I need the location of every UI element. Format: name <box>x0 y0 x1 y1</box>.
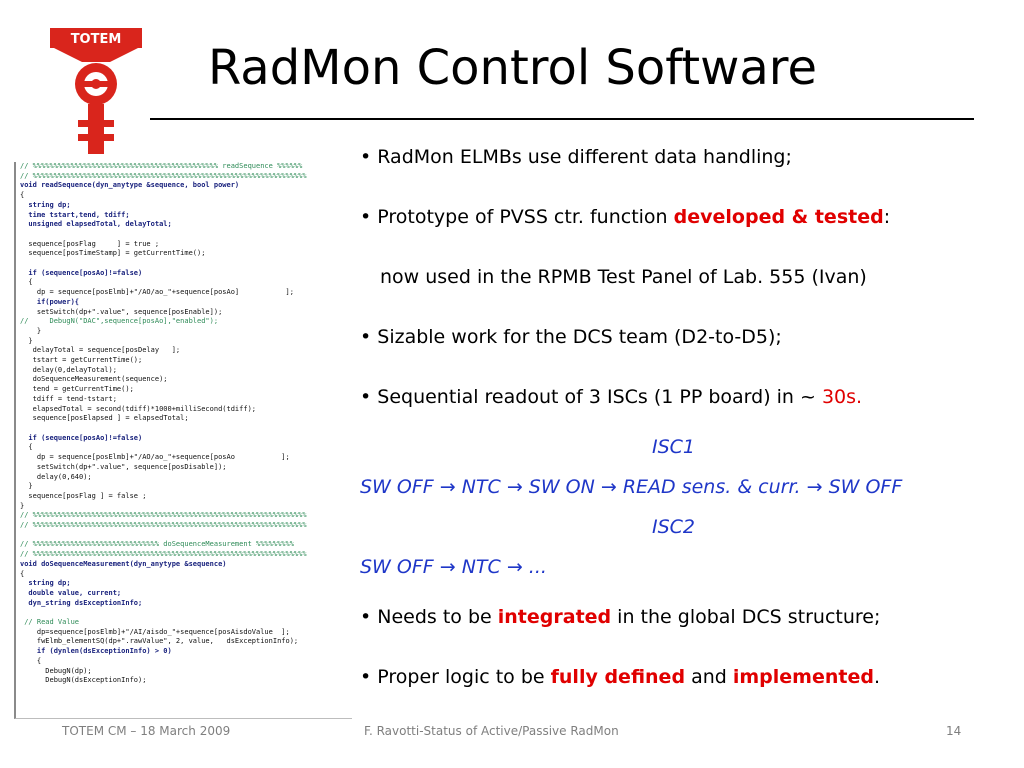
title-rule <box>150 118 974 120</box>
code-line: { <box>20 656 42 665</box>
code-line: tdiff = tend-tstart; <box>20 394 117 403</box>
page-number: 14 <box>946 724 962 738</box>
isc2-label: ISC2 <box>652 516 696 538</box>
bullet-6-text: Proper logic to be <box>377 666 551 688</box>
code-line: delay(0,delayTotal); <box>20 365 117 374</box>
code-line: { <box>20 569 25 578</box>
code-line: DebugN(dp); <box>20 666 92 675</box>
bullet-2-continuation: now used in the RPMB Test Panel of Lab. … <box>380 266 867 288</box>
code-line: tstart = getCurrentTime(); <box>20 356 143 365</box>
code-line: } <box>20 336 33 345</box>
bullet-5-emphasis: integrated <box>497 606 612 628</box>
code-line: // %%%%%%%%%%%%%%%%%%%%%%%%%%%%%%%%%%%%%… <box>20 521 307 530</box>
bullet-6: Proper logic to be fully defined and imp… <box>360 666 880 688</box>
code-line: { <box>20 278 33 287</box>
isc1-sequence: SW OFF → NTC → SW ON → READ sens. & curr… <box>360 476 903 498</box>
isc1-label: ISC1 <box>652 436 696 458</box>
code-line: sequence[posFlag ] = false ; <box>20 491 147 500</box>
bullet-1: RadMon ELMBs use different data handling… <box>360 146 792 168</box>
code-line: delayTotal = sequence[posDelay ]; <box>20 346 181 355</box>
bullet-2: Prototype of PVSS ctr. function develope… <box>360 206 890 228</box>
code-line: if(power){ <box>20 297 80 306</box>
slide-title: RadMon Control Software <box>208 40 817 96</box>
code-line <box>16 608 352 618</box>
code-line: // %%%%%%%%%%%%%%%%%%%%%%%%%%%%%%%%%%%%%… <box>20 550 307 559</box>
code-line: sequence[posFlag ] = true ; <box>20 239 160 248</box>
bullet-2-cont-text: now used in the RPMB Test Panel of Lab. … <box>380 266 867 288</box>
code-line: dp = sequence[posElmb]+"/AO/ao_"+sequenc… <box>20 288 294 297</box>
code-line: sequence[posTimeStamp] = getCurrentTime(… <box>20 249 206 258</box>
code-line: // %%%%%%%%%%%%%%%%%%%%%%%%%%%%%%%%%%%%%… <box>20 171 307 180</box>
code-line: elapsedTotal = second(tdiff)*1000+milliS… <box>20 404 257 413</box>
code-line: if (sequence[posAo]!=false) <box>20 433 143 442</box>
code-line <box>16 230 352 240</box>
code-line: if (dynlen(dsExceptionInfo) > 0) <box>20 647 172 656</box>
totem-logo: TOTEM <box>50 28 142 154</box>
code-line: { <box>20 443 33 452</box>
bullet-4-text: Sequential readout of 3 ISCs (1 PP board… <box>377 386 822 408</box>
bullet-2-colon: : <box>883 206 891 228</box>
bullet-4: Sequential readout of 3 ISCs (1 PP board… <box>360 386 862 408</box>
code-line: // Read Value <box>20 618 80 627</box>
code-line: setSwitch(dp+".value", sequence[posDisab… <box>20 462 227 471</box>
bullet-5-tail: in the global DCS structure; <box>611 606 881 628</box>
code-line: } <box>20 501 25 510</box>
footer-date: TOTEM CM – 18 March 2009 <box>62 724 231 738</box>
code-line: void doSequenceMeasurement(dyn_anytype &… <box>20 559 227 568</box>
bullet-3-text: Sizable work for the DCS team (D2-to-D5)… <box>377 326 782 348</box>
code-line: // %%%%%%%%%%%%%%%%%%%%%%%%%%%%%% doSequ… <box>20 540 294 549</box>
code-line: tend = getCurrentTime(); <box>20 385 134 394</box>
code-line: delay(0,640); <box>20 472 92 481</box>
footer-author: F. Ravotti-Status of Active/Passive RadM… <box>364 724 619 738</box>
bullet-3: Sizable work for the DCS team (D2-to-D5)… <box>360 326 782 348</box>
code-line: if (sequence[posAo]!=false) <box>20 268 143 277</box>
bullet-4-emphasis: 30s. <box>821 386 863 408</box>
code-line <box>16 259 352 269</box>
code-line: // %%%%%%%%%%%%%%%%%%%%%%%%%%%%%%%%%%%%%… <box>20 162 303 170</box>
bullet-5-text: Needs to be <box>377 606 498 628</box>
code-line: void readSequence(dyn_anytype &sequence,… <box>20 181 240 190</box>
code-line: fwElmb_elementSQ(dp+".rawValue", 2, valu… <box>20 637 299 646</box>
logo-text: TOTEM <box>71 32 122 47</box>
code-listing: // %%%%%%%%%%%%%%%%%%%%%%%%%%%%%%%%%%%%%… <box>14 162 352 719</box>
code-line: string dp; <box>20 200 71 209</box>
code-line <box>16 531 352 541</box>
code-line: dp = sequence[posElmb]+"/AO/ao_"+sequenc… <box>20 453 290 462</box>
bullet-2-text: Prototype of PVSS ctr. function <box>377 206 674 228</box>
bullet-1-text: RadMon ELMBs use different data handling… <box>377 146 792 168</box>
code-line: double value, current; <box>20 588 122 597</box>
isc2-sequence: SW OFF → NTC → ... <box>360 556 547 578</box>
code-line: string dp; <box>20 579 71 588</box>
code-line: // %%%%%%%%%%%%%%%%%%%%%%%%%%%%%%%%%%%%%… <box>20 511 307 520</box>
bullet-6-period: . <box>873 666 881 688</box>
bullet-5: Needs to be integrated in the global DCS… <box>360 606 880 628</box>
code-line: { <box>20 191 25 200</box>
code-line: } <box>20 326 42 335</box>
bullet-2-emphasis: developed & tested <box>673 206 884 228</box>
code-line: dyn_string dsExceptionInfo; <box>20 598 143 607</box>
bullet-6-emphasis-2: implemented <box>732 666 874 688</box>
code-line: unsigned elapsedTotal, delayTotal; <box>20 220 172 229</box>
code-line: // DebugN("DAC",sequence[posAo],"enabled… <box>20 317 219 326</box>
code-line: DebugN(dsExceptionInfo); <box>20 676 147 685</box>
code-line: time tstart,tend, tdiff; <box>20 210 130 219</box>
code-line: dp=sequence[posElmb]+"/AI/aisdo_"+sequen… <box>20 627 290 636</box>
bullet-6-mid: and <box>685 666 733 688</box>
code-line: } <box>20 482 33 491</box>
code-line: setSwitch(dp+".value", sequence[posEnabl… <box>20 307 223 316</box>
code-line <box>16 424 352 434</box>
code-line: sequence[posElapsed ] = elapsedTotal; <box>20 414 189 423</box>
code-line: doSequenceMeasurement(sequence); <box>20 375 168 384</box>
bullet-6-emphasis-1: fully defined <box>550 666 686 688</box>
